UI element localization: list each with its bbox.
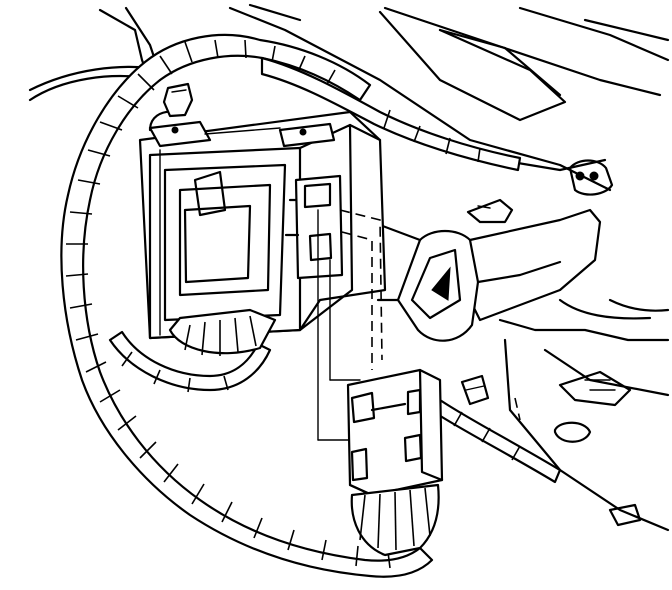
control-module-bracket	[138, 110, 387, 356]
ground-fastener	[460, 374, 521, 421]
harness-connector	[346, 368, 444, 557]
air-duct	[376, 208, 602, 342]
alignment-lines	[317, 209, 383, 441]
wiring-harness	[60, 33, 562, 578]
